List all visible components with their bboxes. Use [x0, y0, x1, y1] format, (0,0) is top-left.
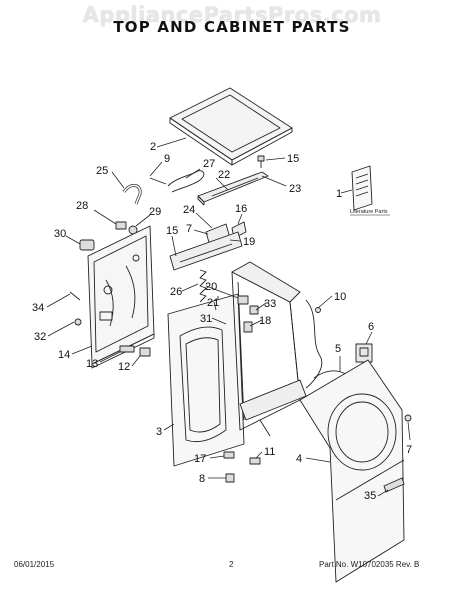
- callout-11: 11: [264, 446, 275, 458]
- front-panel: [299, 359, 405, 583]
- control-brace: [169, 231, 243, 271]
- rear-panel: [87, 225, 155, 369]
- page-title: TOP AND CABINET PARTS: [113, 18, 351, 36]
- screw-top: [257, 155, 265, 168]
- callout-12: 12: [118, 361, 130, 373]
- callout-16: 16: [235, 203, 247, 215]
- wire-harness: [149, 170, 205, 193]
- leader-lines: [46, 137, 411, 497]
- watermark: AppliancePartsPros.com: [82, 3, 382, 27]
- callout-8: 8: [199, 473, 205, 485]
- callout-9: 9: [164, 153, 170, 165]
- callout-31: 31: [200, 313, 212, 325]
- callout-2: 2: [150, 141, 156, 153]
- screw-right: [404, 414, 412, 422]
- callout-22: 22: [218, 169, 230, 181]
- gasket: [313, 370, 347, 379]
- trim-strip: [383, 477, 405, 493]
- callout-15-mid: 15: [166, 225, 178, 237]
- callout-34: 34: [32, 302, 44, 314]
- callout-33: 33: [264, 298, 276, 310]
- callout-1: 1: [336, 188, 342, 200]
- frame-components: [237, 295, 259, 333]
- hose: [122, 184, 142, 205]
- footer-page: 2: [229, 560, 234, 569]
- top-brace: [197, 171, 269, 206]
- callout-15-top: 15: [287, 153, 299, 165]
- callout-27: 27: [203, 158, 215, 170]
- literature-label: Literature Parts: [350, 209, 388, 215]
- callout-30: 30: [54, 228, 66, 240]
- callout-28: 28: [76, 200, 88, 212]
- callout-23: 23: [289, 183, 301, 195]
- footer-part-number: Part No. W10702035 Rev. B: [319, 560, 420, 569]
- callout-18: 18: [259, 315, 271, 327]
- callout-3: 3: [156, 426, 162, 438]
- callout-5: 5: [335, 343, 341, 355]
- callout-21: 21: [207, 297, 219, 309]
- callout-7-right: 7: [406, 444, 412, 456]
- callout-numbers: 1 2 9 27 25 22 15 23 28 29 24 7 16 30 15…: [32, 141, 412, 502]
- feet: [223, 451, 261, 483]
- cabinet-frame: [231, 261, 307, 437]
- callout-6: 6: [368, 321, 374, 333]
- callout-24: 24: [183, 204, 195, 216]
- callout-35: 35: [364, 490, 376, 502]
- callout-26: 26: [170, 286, 182, 298]
- rear-clips: [119, 345, 151, 357]
- callout-14: 14: [58, 349, 70, 361]
- callout-19: 19: [243, 236, 255, 248]
- footer-date: 06/01/2015: [14, 560, 55, 569]
- callout-10: 10: [334, 291, 346, 303]
- callout-29: 29: [149, 206, 161, 218]
- callout-4: 4: [296, 453, 302, 465]
- rear-small-parts: [69, 291, 82, 326]
- callout-17: 17: [194, 453, 206, 465]
- side-panel: [167, 293, 245, 467]
- connector-parts: [115, 221, 138, 235]
- callout-13: 13: [86, 358, 98, 370]
- callout-25: 25: [96, 165, 108, 177]
- coil: [199, 269, 207, 303]
- callout-32: 32: [34, 331, 46, 343]
- literature-parts: [351, 165, 373, 211]
- callout-7-top: 7: [186, 223, 192, 235]
- callout-20: 20: [205, 281, 217, 293]
- grommet: [79, 239, 95, 251]
- wiring: [305, 299, 323, 389]
- top-panel: [169, 87, 293, 166]
- door-lock: [355, 343, 373, 363]
